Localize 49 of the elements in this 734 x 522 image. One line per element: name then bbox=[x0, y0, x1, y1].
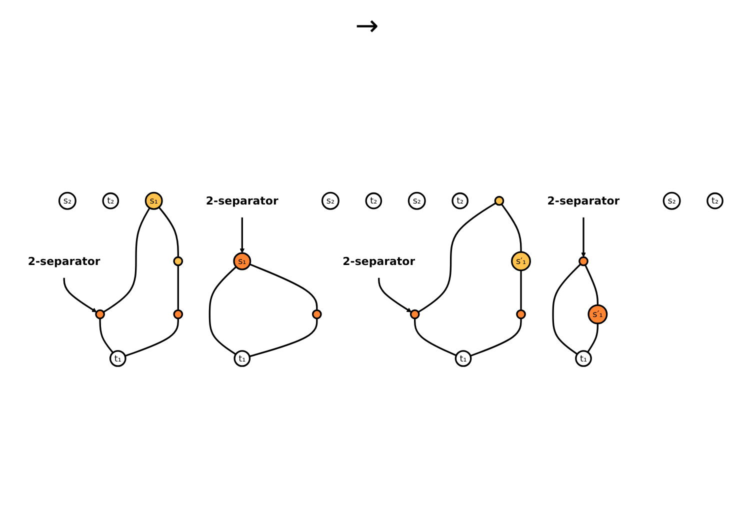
connector bbox=[500, 203, 522, 252]
node-circle: s₁ bbox=[144, 192, 163, 210]
node-circle bbox=[410, 309, 420, 319]
arrow bbox=[63, 277, 97, 312]
node-circle: t₂ bbox=[706, 192, 724, 210]
node-circle: s₂ bbox=[408, 192, 426, 210]
connector bbox=[414, 318, 457, 356]
node-circle bbox=[516, 309, 526, 319]
node-circle bbox=[95, 309, 105, 319]
connector bbox=[158, 206, 179, 257]
arrow bbox=[240, 217, 245, 254]
connector bbox=[584, 264, 598, 305]
connector bbox=[124, 318, 179, 356]
node-circle: s₂ bbox=[321, 192, 340, 210]
node-circle: s₂ bbox=[662, 192, 681, 210]
node-circle: t₁ bbox=[234, 350, 251, 367]
transformation-arrow-sign: → bbox=[355, 9, 379, 42]
node-circle: s₂ bbox=[58, 192, 76, 210]
node-circle bbox=[173, 309, 184, 319]
connector bbox=[208, 266, 237, 355]
connector bbox=[520, 270, 522, 310]
node-circle: t₁ bbox=[109, 350, 126, 367]
node-text: 2-separator bbox=[342, 254, 416, 268]
node-circle bbox=[578, 256, 588, 266]
node-text: 2-separator bbox=[547, 194, 620, 208]
node-circle: t₁ bbox=[454, 350, 472, 367]
node-text: 2-separator bbox=[28, 254, 100, 268]
connector bbox=[552, 263, 582, 355]
connector bbox=[587, 323, 598, 352]
connector bbox=[99, 318, 114, 353]
connector bbox=[249, 318, 318, 357]
connector bbox=[249, 263, 318, 310]
connector bbox=[177, 265, 179, 310]
node-circle bbox=[494, 196, 504, 206]
node-circle: t₂ bbox=[102, 192, 120, 210]
node-text: 2-separator bbox=[206, 194, 278, 208]
node-circle bbox=[173, 256, 184, 266]
connector bbox=[418, 202, 496, 313]
arrow bbox=[378, 277, 412, 312]
arrow bbox=[581, 217, 586, 258]
node-circle: t₁ bbox=[575, 350, 592, 367]
connector bbox=[103, 207, 150, 313]
node-circle: s₁ bbox=[233, 252, 252, 270]
node-circle: s′₁ bbox=[511, 251, 531, 271]
connector bbox=[470, 318, 522, 356]
node-circle: t₂ bbox=[365, 192, 382, 210]
node-circle: s′₁ bbox=[588, 304, 608, 324]
node-circle bbox=[312, 309, 322, 319]
node-circle: t₂ bbox=[452, 192, 468, 210]
